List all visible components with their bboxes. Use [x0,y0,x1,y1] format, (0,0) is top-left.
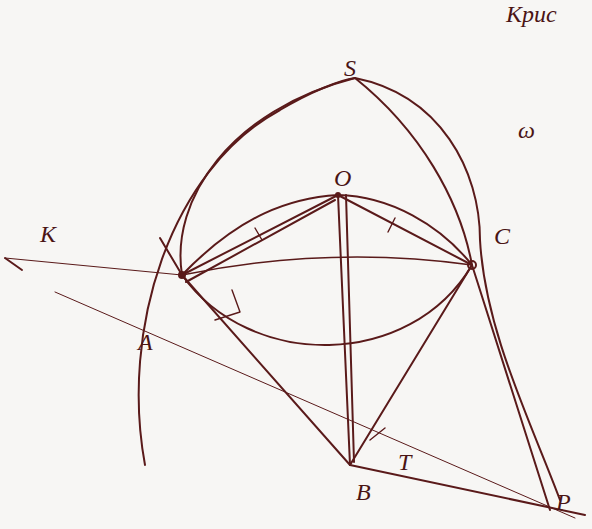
segment [55,292,575,518]
point-label: B [356,480,371,504]
point-label: O [334,166,351,190]
point-label: C [494,224,510,248]
circle-arc [182,195,472,275]
angle-mark [215,290,240,320]
point-label: Крис [506,2,557,26]
segment [472,265,550,510]
tick-mark [255,218,395,440]
tangent-line [160,238,182,275]
point [179,272,185,278]
circle-arc [139,78,355,465]
point-label: S [344,56,356,80]
point-label: T [398,450,411,474]
point-label: P [556,490,571,514]
segment [182,195,472,275]
point-label: K [40,222,56,246]
point [468,261,476,269]
point [336,193,340,197]
point-label: A [138,330,153,354]
point-label: ω [518,118,535,142]
segment [5,258,22,270]
circle-arc [182,265,472,345]
segment [5,258,182,275]
segment [186,200,335,282]
segment [182,265,472,465]
circle-arc [180,78,472,275]
